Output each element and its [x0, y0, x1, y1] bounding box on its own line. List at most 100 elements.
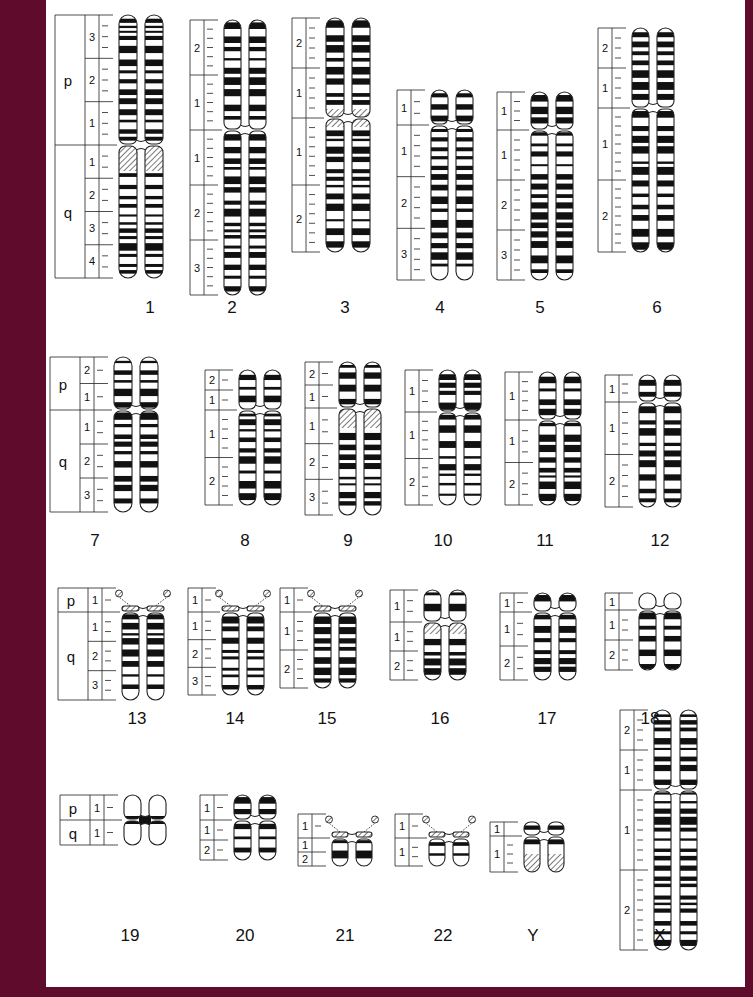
chromatid-outline: [539, 372, 556, 419]
chromosome: [205, 370, 282, 505]
band-bracket: [60, 795, 122, 845]
band-pattern: [523, 826, 565, 874]
chromatid-outline: [234, 795, 251, 819]
chromatid-outline: [559, 613, 576, 680]
chromatid-outline: [264, 370, 281, 409]
chromatid-outline: [556, 92, 573, 129]
chromatid-outline: [680, 791, 697, 950]
chromatid-outline: [239, 370, 256, 409]
band-pattern: [331, 832, 373, 858]
region-number: 1: [309, 420, 315, 431]
region-number: 2: [504, 658, 510, 669]
chromatid-fill: [639, 593, 656, 609]
chromosome-number: 10: [434, 532, 453, 549]
band-pattern: [313, 606, 357, 683]
chromatid-outline: [632, 109, 649, 252]
chromosome: [505, 372, 582, 505]
chromatid-outline: [234, 821, 251, 860]
band-bracket: [190, 20, 222, 295]
band-bracket: [397, 90, 429, 280]
band-pattern: [538, 377, 582, 501]
band-bracket: [305, 362, 337, 515]
band-bracket: [205, 370, 237, 505]
chromatid-outline: [364, 409, 381, 515]
region-number: 1: [89, 156, 95, 167]
chromatid-outline: [124, 821, 141, 845]
region-number: 1: [194, 97, 200, 108]
region-number: 2: [92, 651, 98, 662]
chromatid-fill: [149, 821, 166, 845]
chromosome-number: 22: [434, 927, 453, 944]
chromatid-outline: [453, 832, 469, 837]
region-number: 1: [494, 849, 500, 860]
chromatid-fill: [149, 795, 166, 819]
region-number: 1: [89, 118, 95, 129]
band-pattern: [631, 32, 675, 250]
chromatid-outline: [122, 613, 139, 700]
chromatid-fill: [140, 357, 158, 409]
region-number: 2: [204, 845, 210, 856]
band-bracket: [292, 18, 324, 252]
region-number: 1: [609, 596, 615, 607]
band-bracket: [405, 370, 437, 505]
chromatid-outline: [534, 613, 551, 680]
region-number: 1: [409, 386, 415, 397]
chromosome: [605, 593, 682, 670]
band-pattern: [223, 22, 267, 291]
region-number: 2: [409, 476, 415, 487]
band-bracket: [620, 710, 652, 950]
band-bracket: [390, 590, 422, 680]
chromosome: [58, 588, 171, 700]
region-number: 1: [394, 601, 400, 612]
region-number: 2: [84, 365, 90, 376]
chromatid-outline: [147, 606, 164, 611]
region-number: 1: [409, 430, 415, 441]
satellite: [423, 816, 476, 832]
chromosome: [188, 588, 271, 695]
chromosome: [395, 814, 476, 866]
region-number: 2: [194, 207, 200, 218]
region-number: 1: [204, 802, 210, 813]
chromatid-outline: [439, 370, 456, 411]
chromatid-outline: [224, 131, 241, 295]
chromatid-fill: [639, 375, 656, 401]
band-bracket: [605, 593, 637, 670]
chromatid-outline: [534, 593, 551, 611]
chromatid-outline: [314, 606, 331, 611]
arm-label: p: [69, 800, 77, 815]
region-number: 1: [401, 145, 407, 156]
chromatid-outline: [356, 839, 372, 866]
chromosome-number: 17: [538, 710, 557, 727]
band-pattern: [123, 816, 167, 824]
region-number: 2: [89, 75, 95, 86]
chromosome-number: 5: [535, 299, 544, 316]
region-number: 1: [302, 821, 308, 832]
chromatid-outline: [449, 590, 466, 621]
chromosome: [60, 795, 167, 845]
chromatid-outline: [664, 593, 681, 609]
band-pattern: [238, 375, 282, 500]
band-pattern: [530, 95, 574, 273]
chromatid-outline: [147, 613, 164, 700]
chromatid-outline: [145, 15, 163, 144]
chromosome-number: 13: [128, 710, 147, 727]
chromatid-fill: [249, 20, 266, 129]
region-number: 1: [94, 802, 100, 813]
chromatid-outline: [149, 795, 166, 819]
chromatid-outline: [247, 606, 264, 611]
chromosome-number: 15: [318, 710, 337, 727]
chromatid-outline: [149, 821, 166, 845]
region-number: 2: [309, 368, 315, 379]
region-number: 1: [494, 824, 500, 835]
chromatid-outline: [632, 28, 649, 107]
chromosome: [497, 92, 574, 280]
arm-label: p: [59, 376, 67, 391]
arm-label: q: [67, 649, 75, 664]
arm-label: q: [59, 454, 67, 469]
chromosome-number: 21: [336, 927, 355, 944]
band-pattern: [430, 93, 474, 266]
chromatid-outline: [364, 362, 381, 407]
band-pattern: [338, 365, 382, 506]
chromatid-outline: [657, 109, 674, 252]
